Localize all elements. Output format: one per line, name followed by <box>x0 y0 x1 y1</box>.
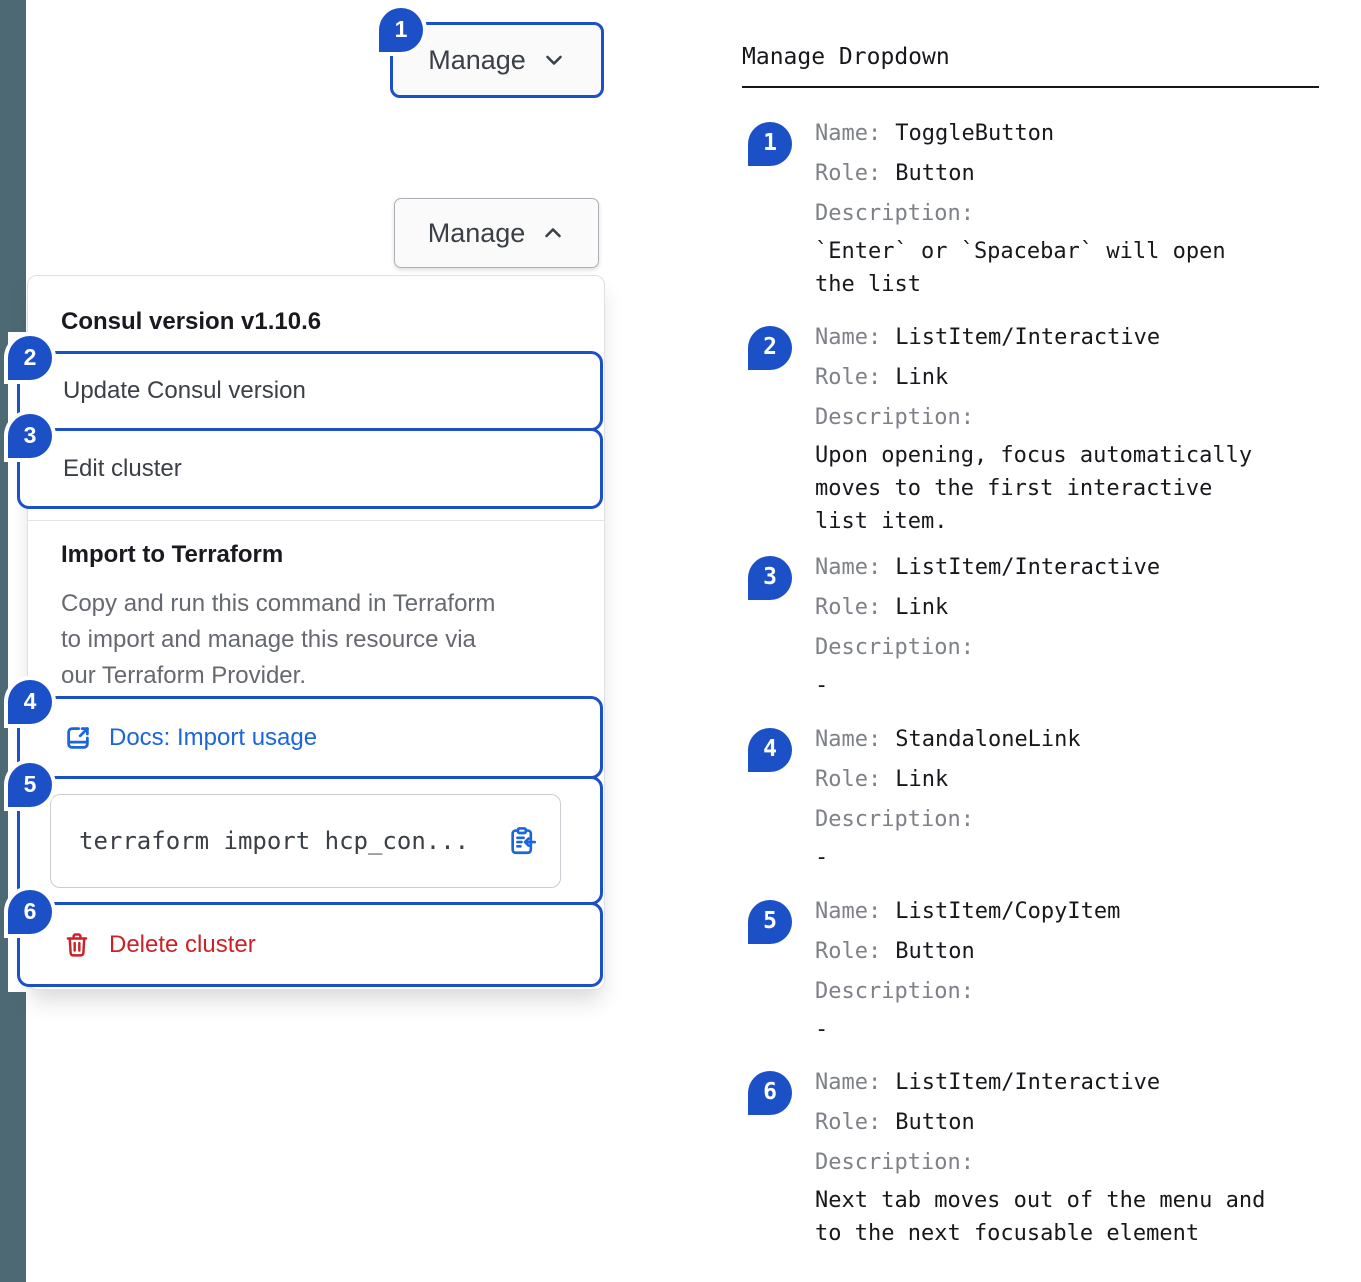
consul-version-header: Consul version v1.10.6 <box>61 308 322 335</box>
name-label: Name: <box>815 325 882 350</box>
edit-cluster-label: Edit cluster <box>63 454 182 482</box>
description-label: Description: <box>815 405 974 430</box>
legend-rule <box>742 86 1319 88</box>
description-label: Description: <box>815 979 974 1004</box>
delete-cluster-row[interactable]: Delete cluster <box>63 931 256 959</box>
menu-item-update-consul-version[interactable]: Update Consul version <box>17 351 603 431</box>
name-label: Name: <box>815 727 882 752</box>
role-value: Link <box>895 767 949 792</box>
description-label: Description: <box>815 807 974 832</box>
terraform-command-field[interactable]: terraform import hcp_con... <box>50 793 561 888</box>
name-label: Name: <box>815 899 882 924</box>
name-value: StandaloneLink <box>895 727 1081 752</box>
terraform-command-text: terraform import hcp_con... <box>79 826 470 855</box>
name-label: Name: <box>815 555 882 580</box>
description-value: - <box>815 1017 829 1042</box>
name-value: ListItem/Interactive <box>895 325 1161 350</box>
name-label: Name: <box>815 1070 882 1095</box>
annotation-marker-1: 1 <box>379 8 423 52</box>
manage-toggle-button[interactable]: Manage <box>390 22 604 98</box>
description-label: Description: <box>815 201 974 226</box>
annotation-marker-6: 6 <box>8 890 52 934</box>
description-label: Description: <box>815 1150 974 1175</box>
annotation-marker-3: 3 <box>8 414 52 458</box>
name-value: ListItem/CopyItem <box>895 899 1121 924</box>
role-value: Button <box>895 939 975 964</box>
description-value: `Enter` or `Spacebar` will open the list <box>815 239 1226 297</box>
legend-badge-5: 5 <box>748 900 792 944</box>
name-label: Name: <box>815 121 882 146</box>
role-label: Role: <box>815 939 882 964</box>
description-value: Next tab moves out of the menu and to th… <box>815 1188 1266 1246</box>
role-value: Link <box>895 595 949 620</box>
manage-toggle-button-open[interactable]: Manage <box>394 198 599 268</box>
legend-badge-6: 6 <box>748 1071 792 1115</box>
role-label: Role: <box>815 161 882 186</box>
description-label: Description: <box>815 635 974 660</box>
name-value: ListItem/Interactive <box>895 555 1161 580</box>
legend-badge-3: 3 <box>748 556 792 600</box>
legend-badge-2: 2 <box>748 326 792 370</box>
legend-badge-1: 1 <box>748 122 792 166</box>
menu-item-edit-cluster[interactable]: Edit cluster <box>17 428 603 509</box>
annotation-marker-4: 4 <box>8 680 52 724</box>
role-label: Role: <box>815 767 882 792</box>
docs-import-usage-box: Docs: Import usage <box>17 696 603 779</box>
legend-title: Manage Dropdown <box>742 44 950 70</box>
clipboard-copy-icon <box>506 825 538 857</box>
manage-toggle-label: Manage <box>428 44 526 75</box>
role-label: Role: <box>815 595 882 620</box>
terraform-command-box: terraform import hcp_con... <box>17 776 603 905</box>
annotation-marker-2: 2 <box>8 336 52 380</box>
docs-link-icon <box>63 723 93 753</box>
trash-icon <box>63 931 91 959</box>
annotation-marker-5: 5 <box>8 763 52 807</box>
docs-import-usage-link[interactable]: Docs: Import usage <box>63 723 317 753</box>
menu-divider <box>28 520 604 521</box>
delete-cluster-label: Delete cluster <box>109 930 256 958</box>
chevron-down-icon <box>542 48 566 72</box>
import-section-description: Copy and run this command in Terraform t… <box>61 590 496 689</box>
description-value: - <box>815 845 829 870</box>
update-consul-version-label: Update Consul version <box>63 377 306 404</box>
docs-link-label: Docs: Import usage <box>109 723 318 751</box>
name-value: ListItem/Interactive <box>895 1070 1161 1095</box>
copy-button[interactable] <box>506 825 538 857</box>
menu-item-delete-cluster[interactable]: Delete cluster <box>17 902 603 987</box>
manage-toggle-open-label: Manage <box>427 217 526 248</box>
legend-badge-4: 4 <box>748 728 792 772</box>
name-value: ToggleButton <box>895 121 1055 146</box>
role-value: Button <box>895 161 975 186</box>
chevron-up-icon <box>541 221 565 245</box>
role-label: Role: <box>815 365 882 390</box>
role-label: Role: <box>815 1110 882 1135</box>
import-section-title: Import to Terraform <box>61 541 284 568</box>
description-value: Upon opening, focus automatically moves … <box>815 443 1253 534</box>
description-value: - <box>815 673 829 698</box>
role-value: Button <box>895 1110 975 1135</box>
role-value: Link <box>895 365 949 390</box>
